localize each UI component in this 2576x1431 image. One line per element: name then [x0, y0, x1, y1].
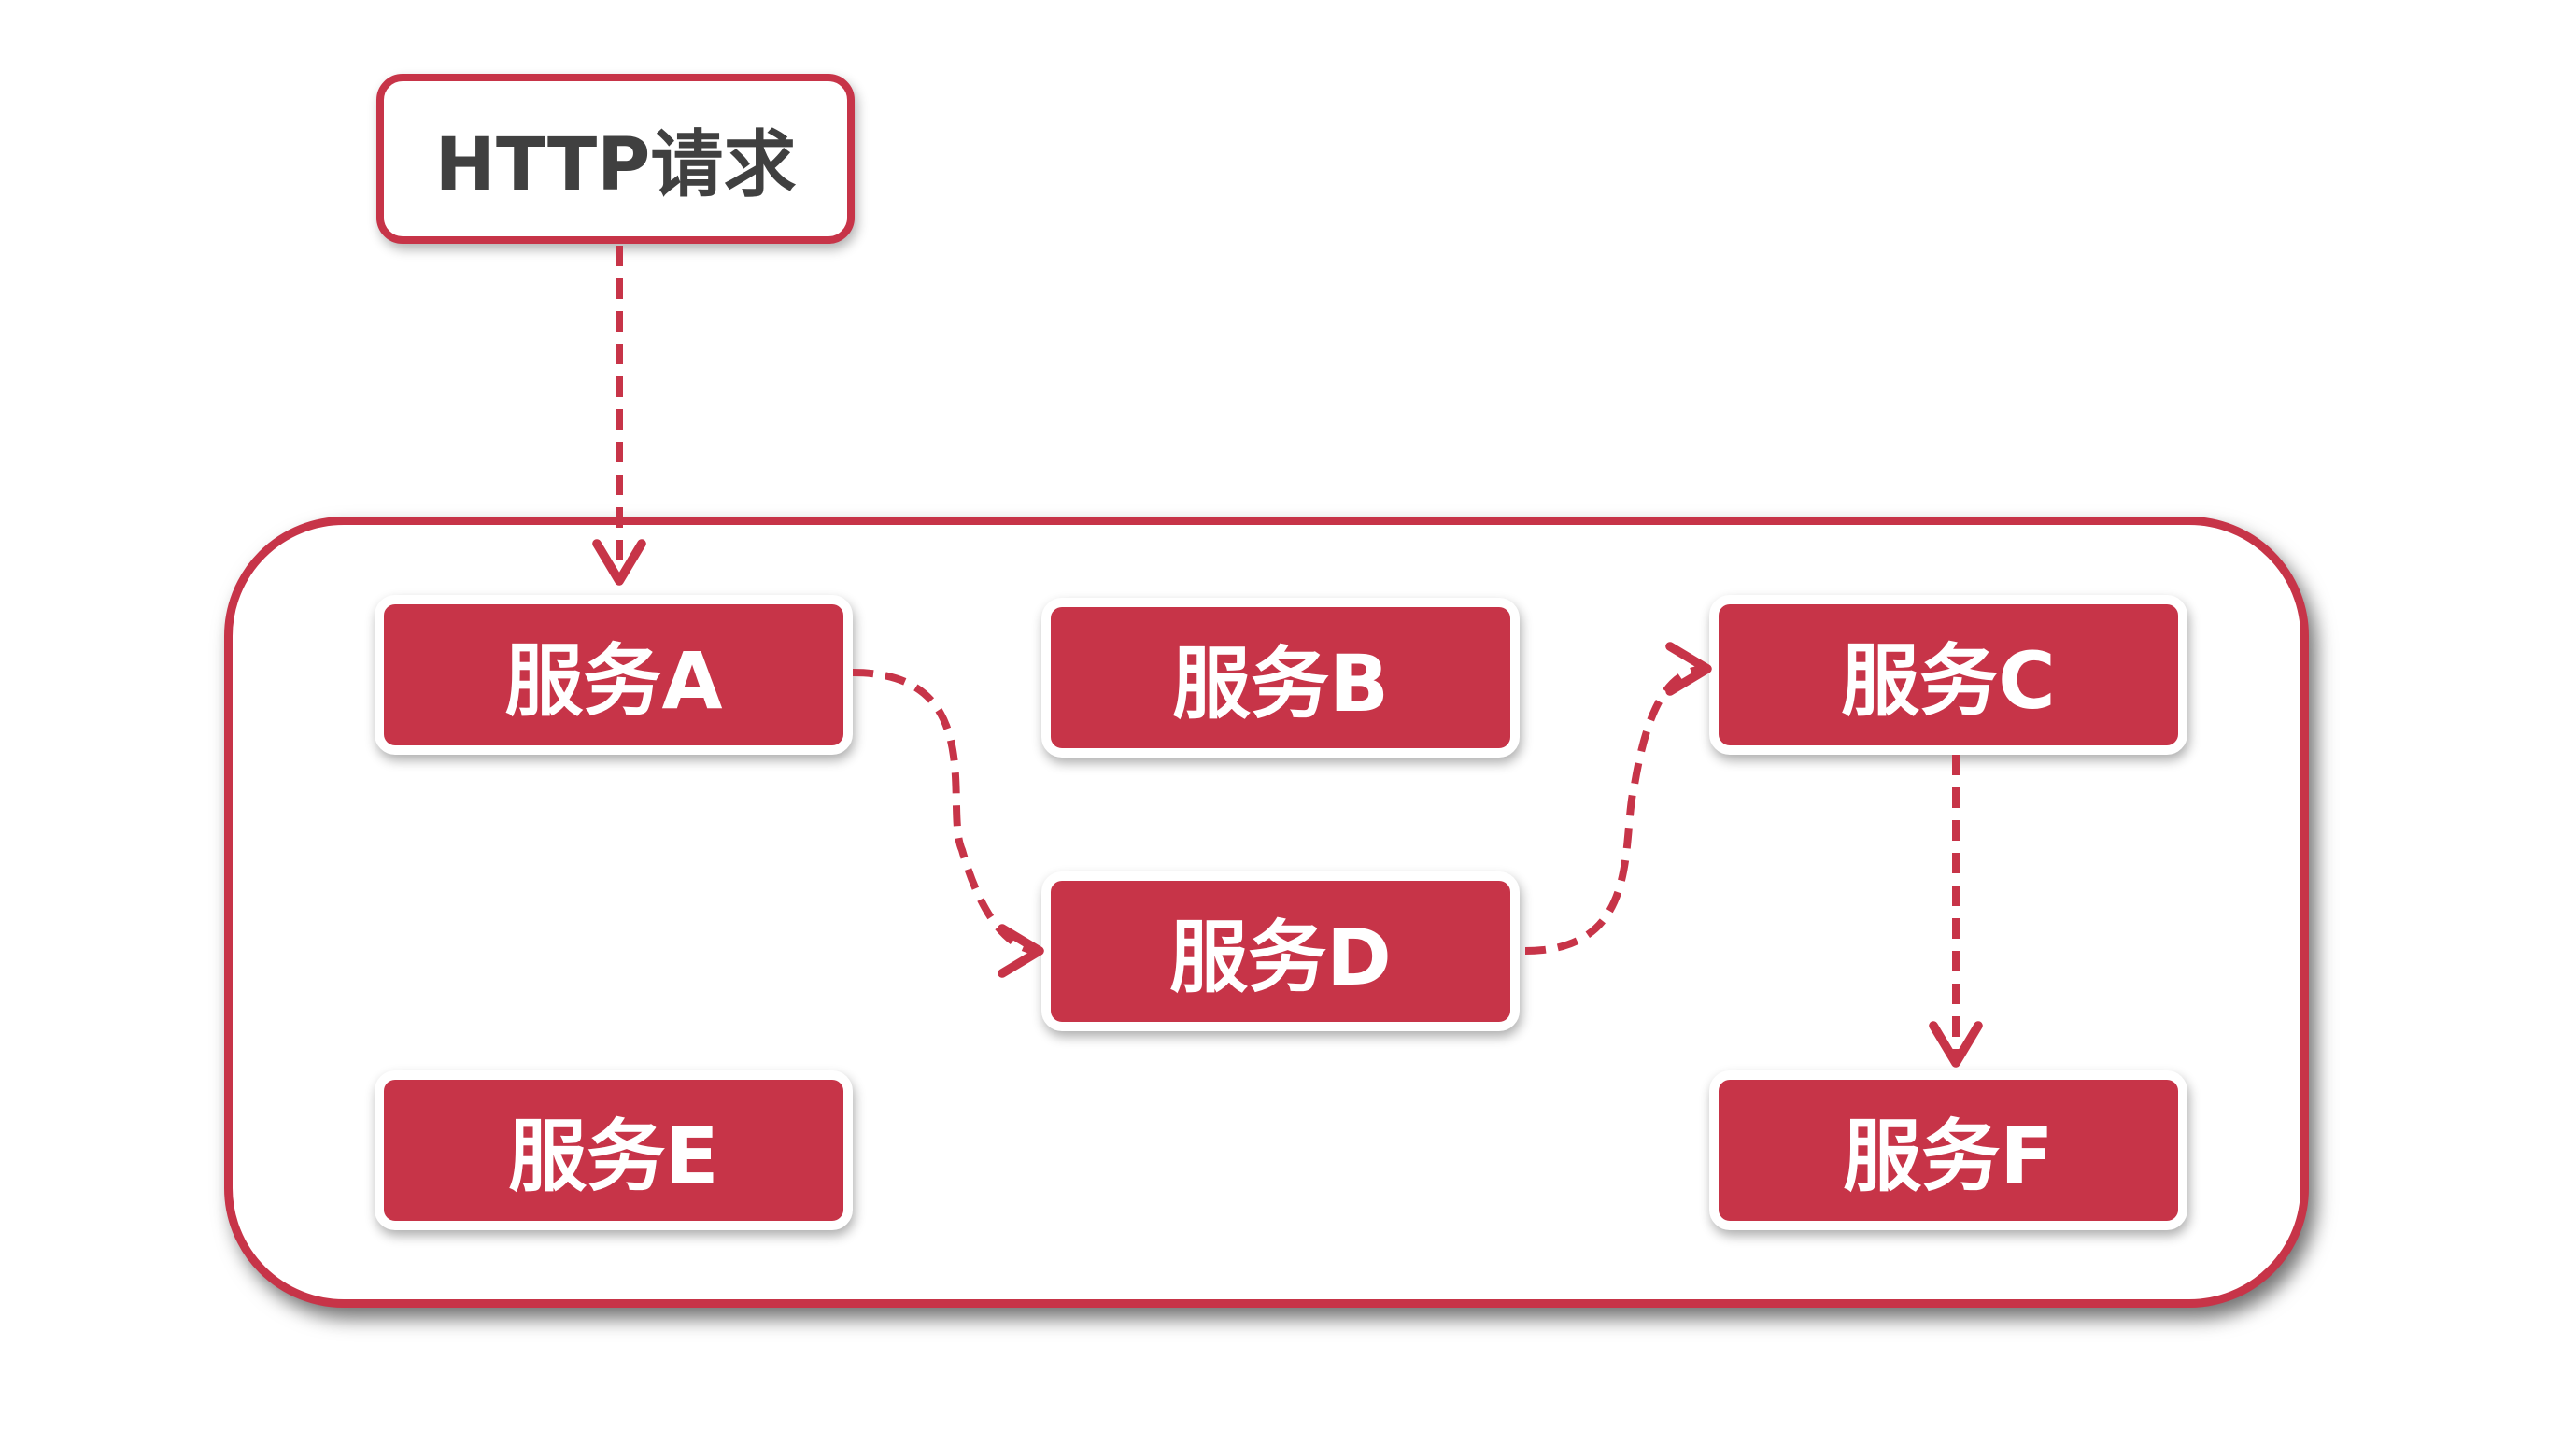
service-c-node: 服务C [1709, 595, 2187, 755]
http-request-node: HTTP请求 [376, 74, 855, 244]
service-e-node: 服务E [375, 1070, 853, 1230]
service-a-label: 服务A [504, 635, 723, 727]
service-d-label: 服务D [1169, 912, 1392, 1003]
service-b-label: 服务B [1171, 638, 1390, 730]
service-c-label: 服务C [1841, 635, 2056, 727]
http-request-label: HTTP请求 [434, 123, 797, 207]
service-e-label: 服务E [508, 1111, 719, 1202]
service-d-node: 服务D [1041, 871, 1520, 1031]
service-f-label: 服务F [1843, 1111, 2054, 1202]
service-b-node: 服务B [1041, 598, 1520, 758]
service-a-node: 服务A [375, 595, 853, 755]
service-f-node: 服务F [1709, 1070, 2187, 1230]
